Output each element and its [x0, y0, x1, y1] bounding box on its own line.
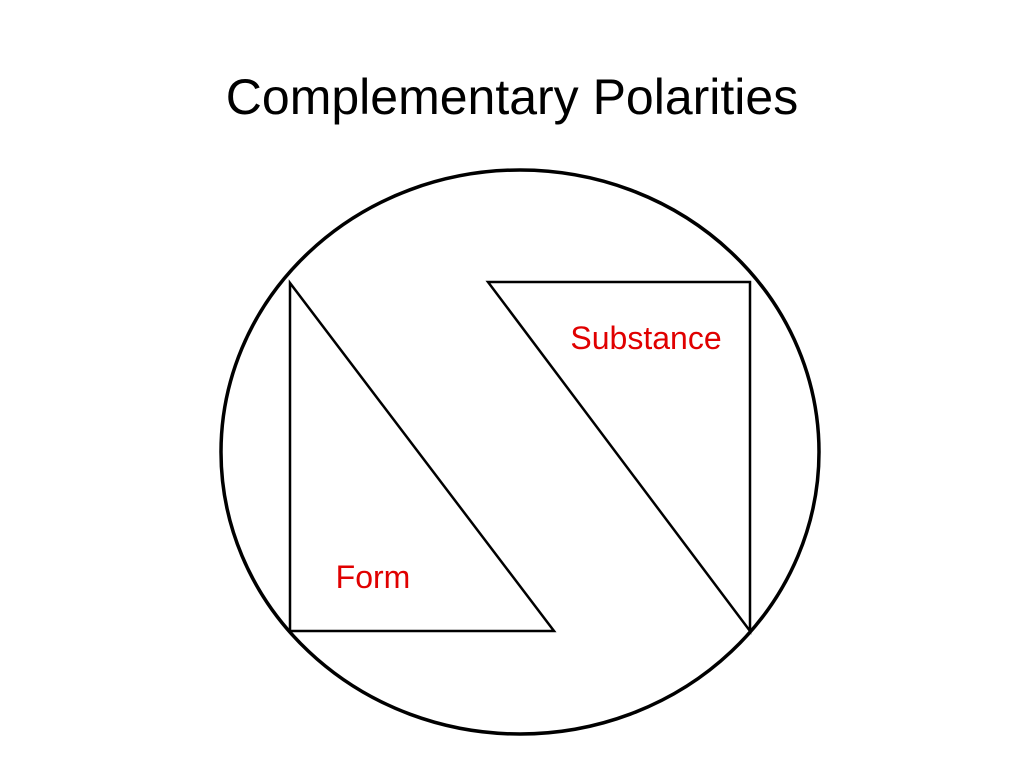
substance-label: Substance [570, 320, 721, 356]
substance-triangle [485, 280, 752, 635]
slide-title: Complementary Polarities [225, 69, 799, 125]
outer-circle [219, 168, 821, 736]
form-triangle [288, 279, 557, 633]
form-label: Form [336, 559, 411, 595]
